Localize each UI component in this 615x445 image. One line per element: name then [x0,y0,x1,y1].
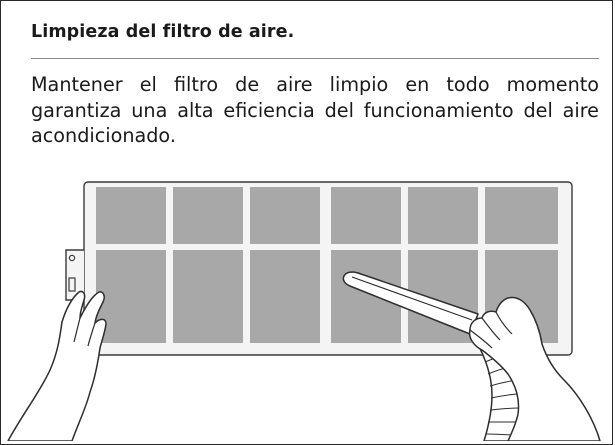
right-finger-line [469,329,493,349]
tab-hole [68,254,76,262]
filter-panel [173,187,243,244]
filter-panel [250,187,320,244]
filter-panel [173,250,243,343]
filter-panel [250,250,320,343]
filter-panels [96,187,558,343]
nozzle-inner-line [351,276,473,321]
left-hand [7,290,107,441]
filter-panel [96,187,166,244]
air-filter-cleaning-illustration [7,181,601,441]
filter-panel [96,250,166,343]
title-divider [31,58,599,59]
right-finger-line [495,311,513,335]
left-finger-line [73,317,81,343]
section-title: Limpieza del filtro de aire. [31,22,295,42]
section-paragraph: Mantener el filtro de aire limpio en tod… [31,73,599,147]
right-finger-line [481,317,501,341]
tab-slot [68,277,76,292]
filter-panel [485,187,558,244]
filter-panel [331,187,401,244]
left-finger-line [87,322,96,347]
right-hand [468,296,601,441]
filter-panel [408,187,478,244]
